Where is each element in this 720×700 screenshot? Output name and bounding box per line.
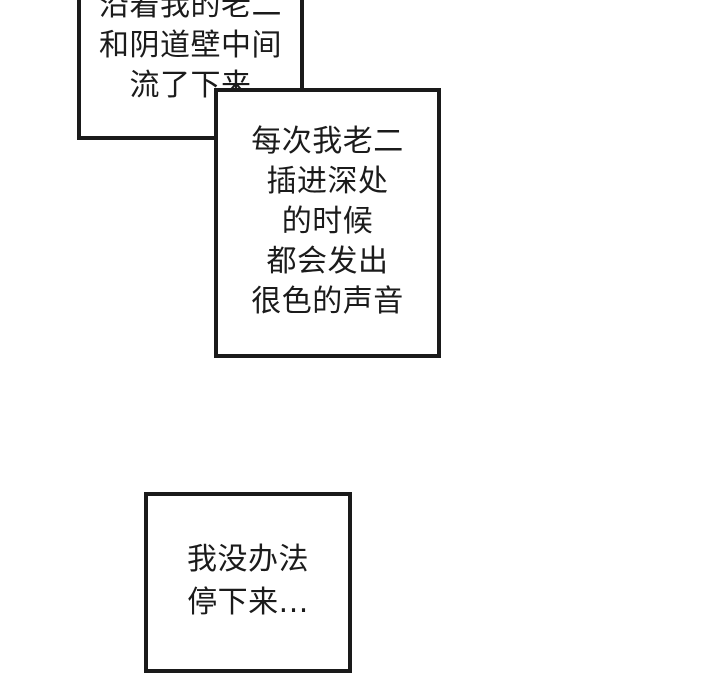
panel-3-dialogue-text: 我没办法 停下来... xyxy=(187,542,309,620)
comic-panel-1: 沿着我的老二 和阴道壁中间 流了下来 xyxy=(77,0,304,140)
panel-2-dialogue-text: 每次我老二 插进深处 的时候 都会发出 很色的声音 xyxy=(251,124,404,319)
panel-1-dialogue-text: 沿着我的老二 和阴道壁中间 流了下来 xyxy=(99,0,282,103)
comic-panel-3: 我没办法 停下来... xyxy=(144,492,352,673)
comic-panel-2: 每次我老二 插进深处 的时候 都会发出 很色的声音 xyxy=(214,88,441,358)
